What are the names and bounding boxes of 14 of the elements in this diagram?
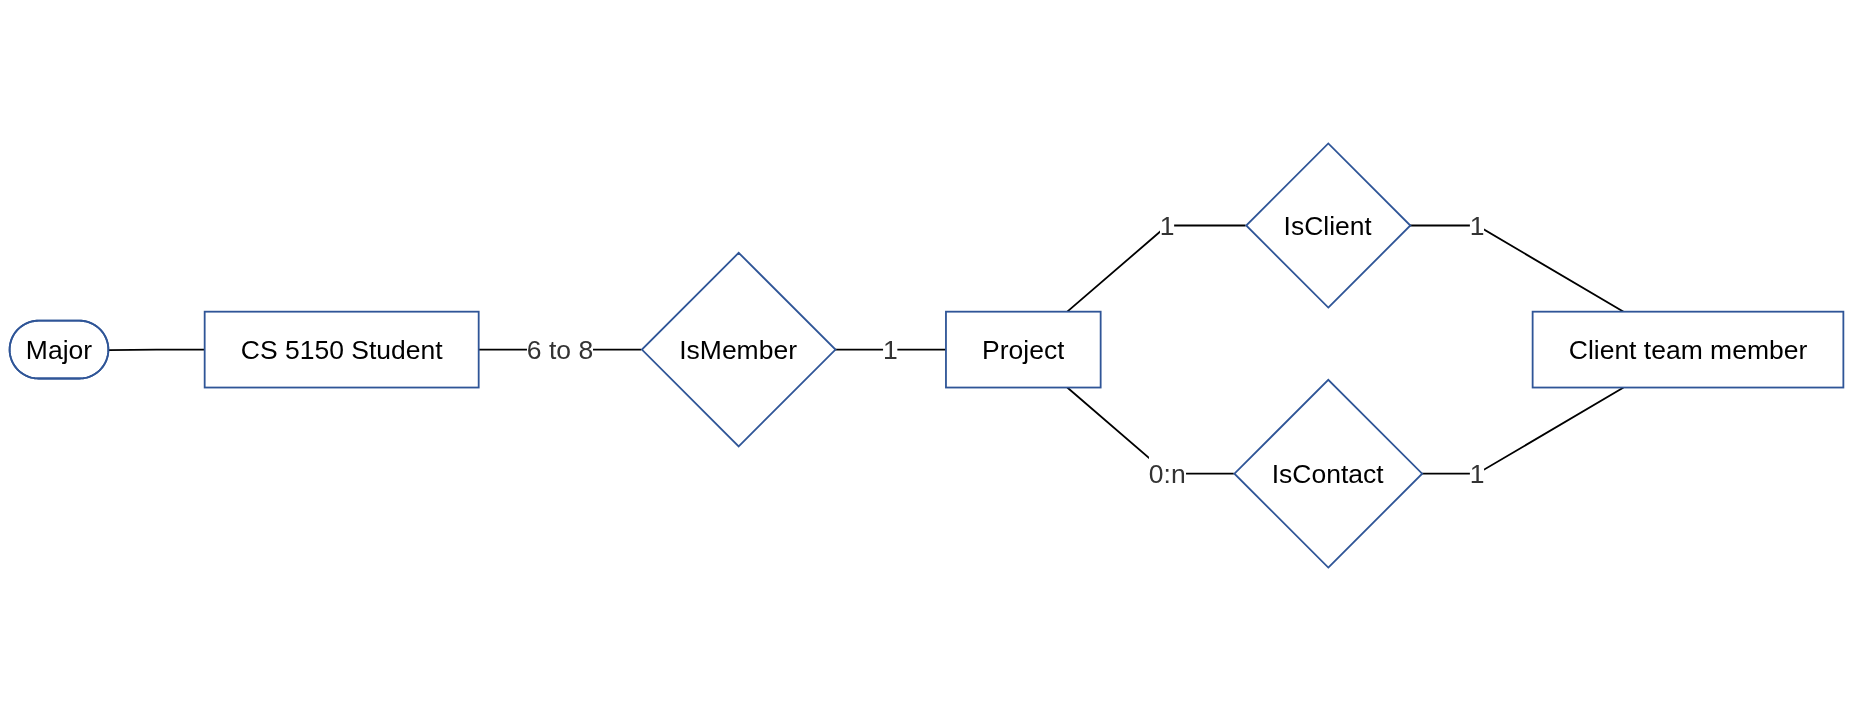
edge-label: 1 xyxy=(1159,210,1175,241)
connector xyxy=(1066,224,1247,313)
edge-label: 1 xyxy=(1469,210,1485,241)
node-diamond: IsMember xyxy=(640,251,837,448)
node-box: Project xyxy=(945,310,1102,389)
connector xyxy=(1420,386,1625,475)
edge-label: 1 xyxy=(883,334,898,365)
edge-label: 6 to 8 xyxy=(526,334,594,365)
node-box: CS 5150 Student xyxy=(203,310,480,389)
edge-label: 1 xyxy=(1469,458,1485,489)
node-diamond: IsContact xyxy=(1233,378,1424,569)
node-box: Client team member xyxy=(1531,310,1845,389)
edge-label: 0:n xyxy=(1148,458,1186,489)
node-diamond: IsClient xyxy=(1244,142,1412,309)
